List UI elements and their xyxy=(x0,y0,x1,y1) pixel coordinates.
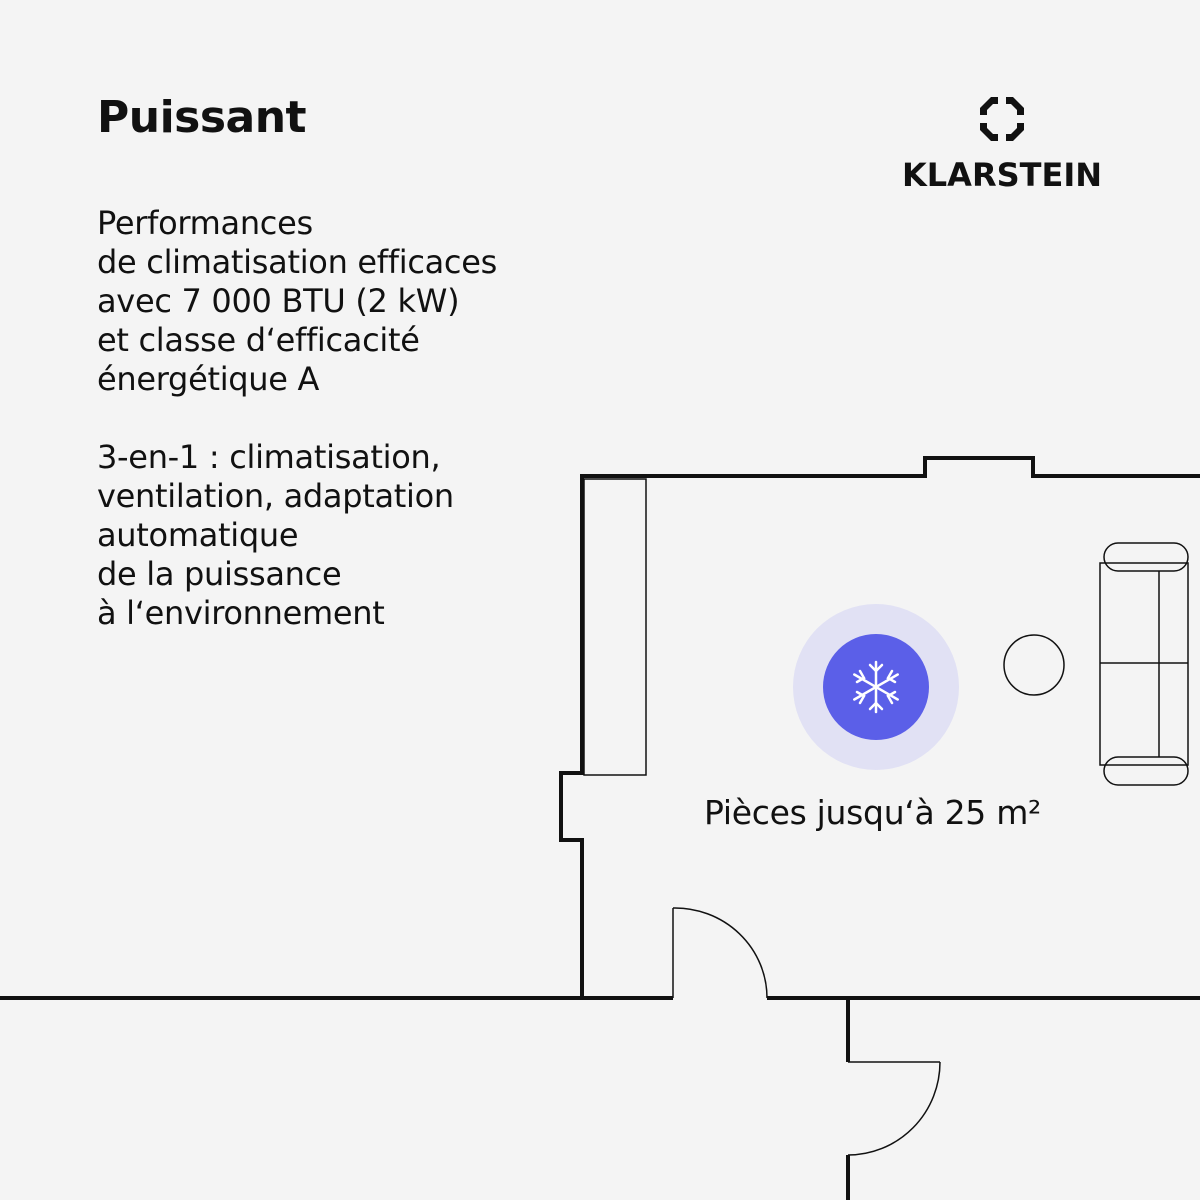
snowflake-icon xyxy=(853,660,899,714)
description-line: énergétique A xyxy=(97,360,320,398)
description-line: et classe d‘efficacité xyxy=(97,321,420,359)
door-swing xyxy=(847,1061,941,1156)
description-line: de la puissance xyxy=(97,555,342,593)
description-line: 3-en-1 : climatisation, xyxy=(97,438,441,476)
description-line: automatique xyxy=(97,516,299,554)
description-line: de climatisation efficaces xyxy=(97,243,497,281)
room-wall xyxy=(559,456,1200,998)
sofa-body xyxy=(1099,562,1189,766)
description-line: Performances xyxy=(97,204,313,242)
description-paragraph-modes: 3-en-1 : climatisation, ventilation, ada… xyxy=(97,438,617,633)
description-line: avec 7 000 BTU (2 kW) xyxy=(97,282,460,320)
side-table xyxy=(1003,634,1065,696)
description: Performances de climatisation efficaces … xyxy=(97,204,617,672)
description-paragraph-performance: Performances de climatisation efficaces … xyxy=(97,204,617,399)
description-line: ventilation, adaptation xyxy=(97,477,454,515)
door-swing xyxy=(672,907,768,999)
sofa-armrest xyxy=(1103,756,1189,786)
headline: Puissant xyxy=(97,92,307,143)
brand-name: KLARSTEIN xyxy=(901,156,1102,194)
cabinet xyxy=(583,478,647,776)
description-line: à l‘environnement xyxy=(97,594,385,632)
sofa-armrest xyxy=(1103,542,1189,572)
brand-logo: KLARSTEIN xyxy=(898,94,1106,194)
room-size-label: Pièces jusqu‘à 25 m² xyxy=(704,793,1041,832)
klarstein-logo-icon xyxy=(977,94,1027,144)
